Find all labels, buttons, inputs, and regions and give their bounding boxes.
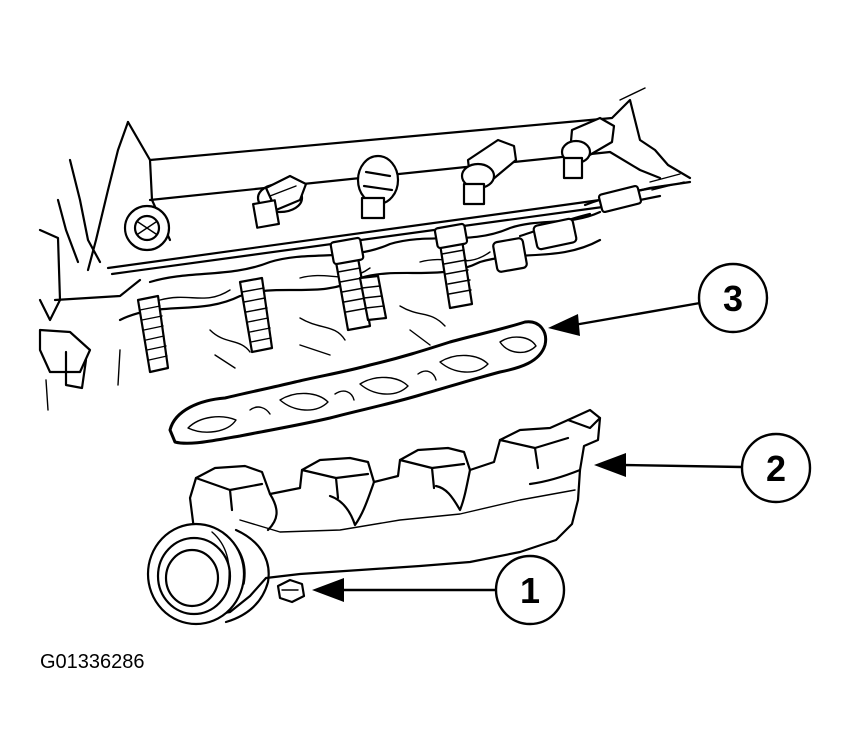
- stud-5: [358, 274, 388, 322]
- coil-1: [251, 174, 308, 229]
- callout-2: 2: [594, 432, 812, 504]
- stud-1: [136, 294, 170, 374]
- exhaust-manifold-gasket: [168, 320, 548, 445]
- exhaust-manifold: [146, 408, 602, 626]
- callout-2-label: 2: [766, 448, 786, 489]
- callout-1-label: 1: [520, 570, 540, 611]
- stud-4: [433, 222, 474, 310]
- stud-2: [238, 276, 274, 354]
- manifold-studs: [136, 222, 474, 374]
- callout-3: 3: [548, 262, 769, 336]
- manifold-nut: [276, 578, 306, 604]
- coil-3: [460, 138, 518, 206]
- callout-3-label: 3: [723, 278, 743, 319]
- callout-1: 1: [312, 554, 566, 626]
- coil-4: [560, 116, 616, 180]
- coil-2: [356, 154, 400, 220]
- stud-3: [329, 236, 372, 332]
- ignition-coils: [251, 116, 685, 273]
- figure-id: G01336286: [40, 651, 145, 673]
